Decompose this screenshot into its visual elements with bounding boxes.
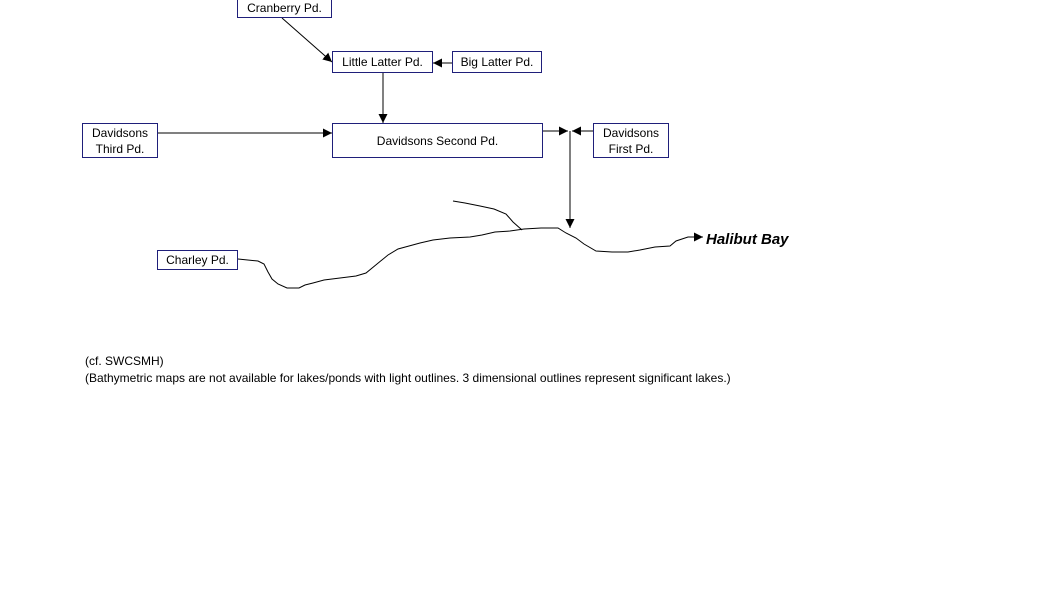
note-citation: (cf. SWCSMH) bbox=[85, 354, 164, 368]
note-bathymetry: (Bathymetric maps are not available for … bbox=[85, 371, 731, 385]
stream-tributary bbox=[452, 200, 523, 231]
destination-halibut-bay: Halibut Bay bbox=[706, 231, 789, 248]
pond-little-latter: Little Latter Pd. bbox=[332, 51, 433, 73]
pond-cranberry: Cranberry Pd. bbox=[237, 0, 332, 18]
pond-davidsons-first-line2: First Pd. bbox=[608, 141, 654, 156]
pond-charley: Charley Pd. bbox=[157, 250, 238, 270]
pond-davidsons-third-line1: Davidsons bbox=[91, 125, 149, 140]
stream-line bbox=[237, 227, 703, 289]
pond-davidsons-first-line1: Davidsons bbox=[602, 125, 660, 140]
pond-davidsons-first: Davidsons First Pd. bbox=[593, 123, 669, 158]
pond-big-latter: Big Latter Pd. bbox=[452, 51, 542, 73]
pond-little-latter-label: Little Latter Pd. bbox=[342, 55, 423, 69]
pond-big-latter-label: Big Latter Pd. bbox=[460, 55, 534, 69]
pond-davidsons-second-label: Davidsons Second Pd. bbox=[376, 133, 499, 148]
arrow-cranberry-to-little-latter bbox=[281, 17, 333, 63]
pond-davidsons-third: Davidsons Third Pd. bbox=[82, 123, 158, 158]
pond-davidsons-third-line2: Third Pd. bbox=[95, 141, 145, 156]
pond-cranberry-label: Cranberry Pd. bbox=[247, 1, 322, 15]
pond-davidsons-second: Davidsons Second Pd. bbox=[332, 123, 543, 158]
pond-charley-label: Charley Pd. bbox=[166, 253, 229, 267]
